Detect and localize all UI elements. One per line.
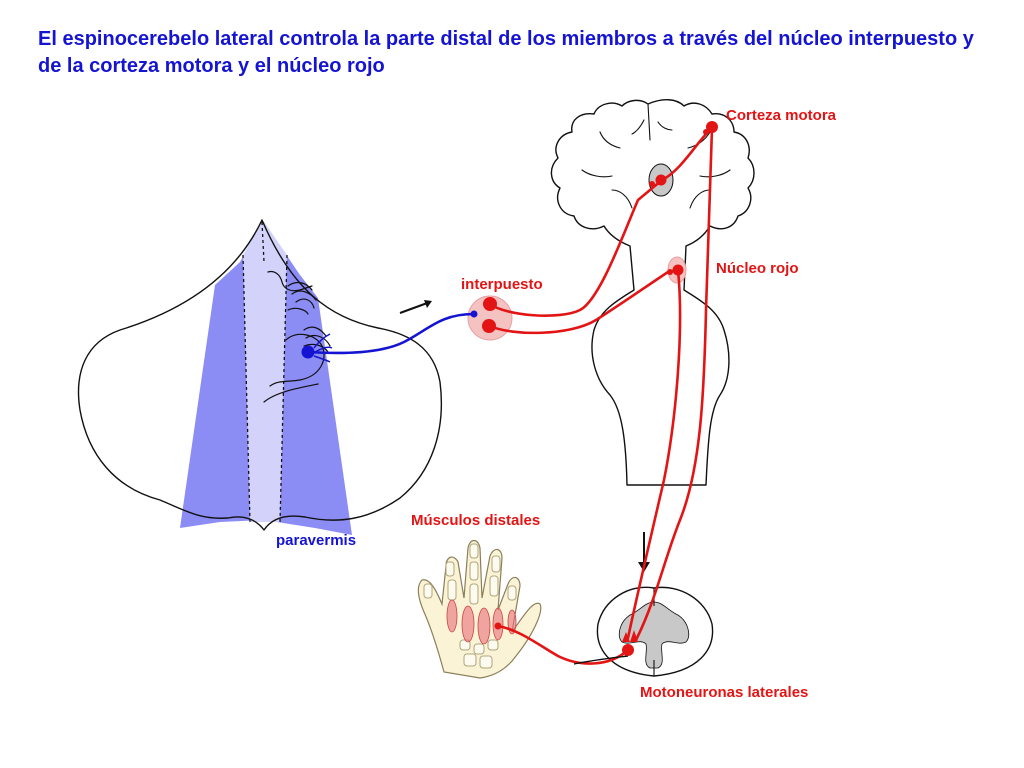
nucleo-rojo-terminal [667, 269, 673, 275]
path-spinal-to-hand [496, 624, 630, 665]
path-corteza-descending [634, 126, 714, 642]
cerebellum-outline [77, 219, 443, 531]
motoneuron [622, 644, 634, 656]
spinal-terminal-2 [630, 630, 638, 642]
brain-brainstem: Corteza motora Núcleo rojo [550, 99, 837, 486]
vermis-region [243, 222, 287, 522]
path-paravermis-to-interpuesto [306, 312, 476, 355]
brain-outline [550, 99, 755, 486]
direction-arrow-right [399, 300, 432, 314]
vermis-border-left [242, 254, 251, 523]
vermis-midline [261, 221, 265, 263]
interpuesto-neuron-bottom [482, 319, 496, 333]
cerebellum: paravermis [77, 219, 443, 549]
muscle-terminal [494, 622, 502, 630]
homunculus-sketch [263, 270, 331, 403]
thalamus-terminal [649, 181, 655, 187]
blue-pathway [306, 312, 476, 355]
purkinje-neuron [301, 345, 315, 359]
path-nucleo-rojo-descending [626, 268, 682, 640]
hand-outline [417, 539, 542, 679]
vermis-border-right [279, 254, 288, 523]
motoneuronas-label: Motoneuronas laterales [640, 684, 808, 701]
hand-illustration: Músculos distales [411, 512, 542, 679]
page-title: El espinocerebelo lateral controla la pa… [38, 28, 974, 77]
path-cord-stub [573, 655, 629, 665]
interpuesto-label: interpuesto [461, 276, 543, 293]
path-interpuesto-to-nucleo-rojo [488, 268, 680, 335]
purkinje-dendrites [313, 333, 333, 363]
musculos-distales-label: Músculos distales [411, 512, 540, 529]
neurons [301, 121, 718, 656]
blue-terminal [470, 310, 478, 318]
finger-bones [423, 543, 517, 669]
path-interpuesto-to-thalamus [488, 178, 664, 317]
nucleo-rojo-neuron [672, 264, 684, 276]
interpuesto-neuron-top [483, 297, 497, 311]
red-pathways [488, 126, 714, 665]
spinal-terminal-1 [622, 632, 630, 642]
paravermis-label: paravermis [276, 532, 356, 549]
corteza-motora-label: Corteza motora [726, 107, 837, 124]
corteza-terminal [703, 129, 709, 135]
corteza-neuron [706, 121, 718, 133]
thalamus-neuron [655, 174, 667, 186]
nucleo-rojo-label: Núcleo rojo [716, 260, 799, 277]
